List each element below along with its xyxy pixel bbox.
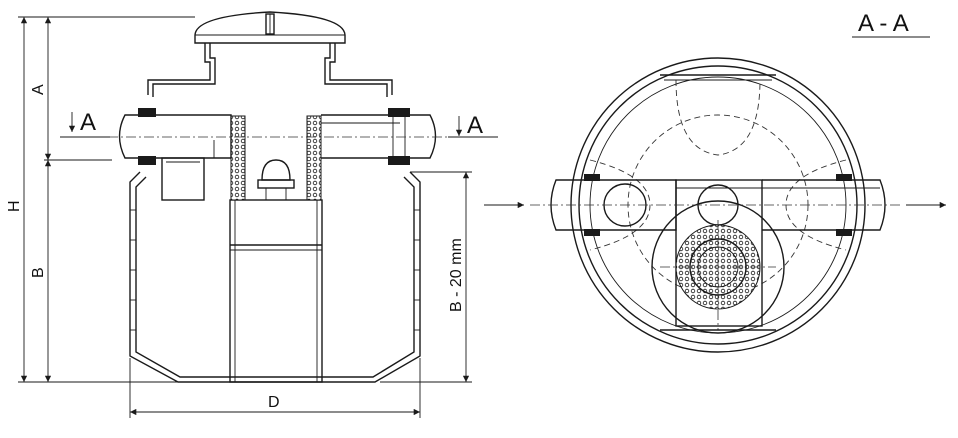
section-title: A - A: [858, 10, 909, 37]
tank-body: [129, 171, 421, 383]
outlet-pipe: [321, 108, 437, 165]
dimension-label-h: H: [6, 200, 23, 212]
side-section-view: A A H A: [6, 11, 498, 418]
section-marker-right-label: A: [467, 112, 483, 139]
section-marker-left: A: [60, 109, 110, 138]
filter-column: [229, 115, 323, 383]
top-section-view: A - A: [484, 10, 946, 353]
neck: [147, 43, 393, 97]
section-marker-right: A: [448, 112, 498, 139]
dimension-lines: [18, 16, 472, 418]
inlet-pipe: [118, 108, 232, 201]
dimension-label-b-minus: B - 20 mm: [448, 238, 465, 312]
dimension-label-b: B: [30, 267, 47, 278]
lid: [194, 11, 346, 44]
dimension-label-a: A: [30, 84, 47, 95]
dimension-label-d: D: [268, 394, 280, 411]
top-view-filter: [651, 200, 785, 334]
section-marker-left-label: A: [80, 109, 96, 136]
